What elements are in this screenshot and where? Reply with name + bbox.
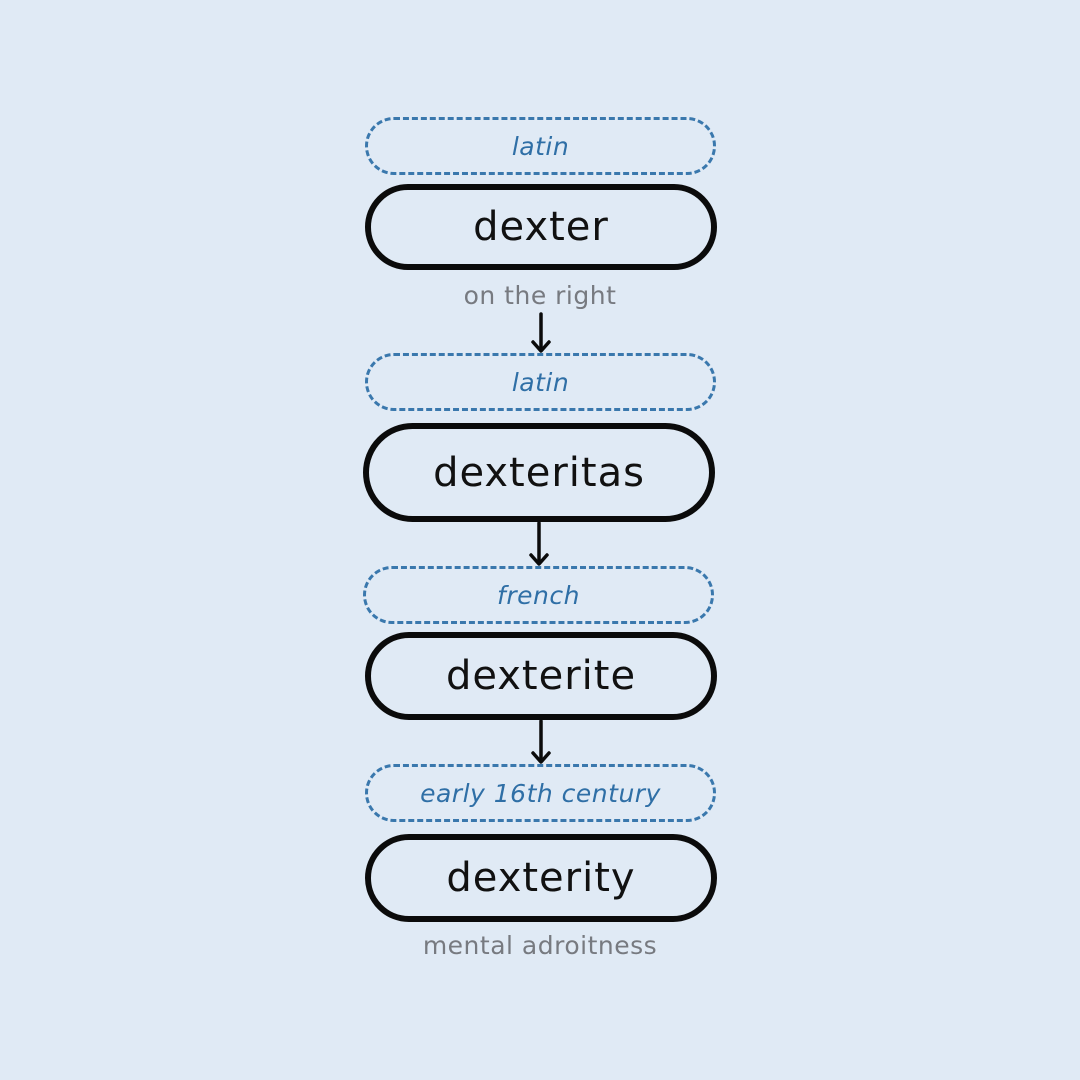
word-node-3: dexterite bbox=[365, 632, 717, 720]
language-label-4: early 16th century bbox=[365, 764, 716, 822]
word-node-1: dexter bbox=[365, 184, 717, 270]
arrow-2 bbox=[529, 521, 549, 566]
meaning-note-4: mental adroitness bbox=[422, 931, 658, 960]
word-node-2: dexteritas bbox=[363, 423, 715, 522]
word-node-4: dexterity bbox=[365, 834, 717, 922]
meaning-note-1: on the right bbox=[463, 281, 617, 310]
arrow-3 bbox=[531, 719, 551, 764]
language-label-3: french bbox=[363, 566, 714, 624]
language-label-1: latin bbox=[365, 117, 716, 175]
language-label-2: latin bbox=[365, 353, 716, 411]
arrow-1 bbox=[531, 312, 551, 353]
